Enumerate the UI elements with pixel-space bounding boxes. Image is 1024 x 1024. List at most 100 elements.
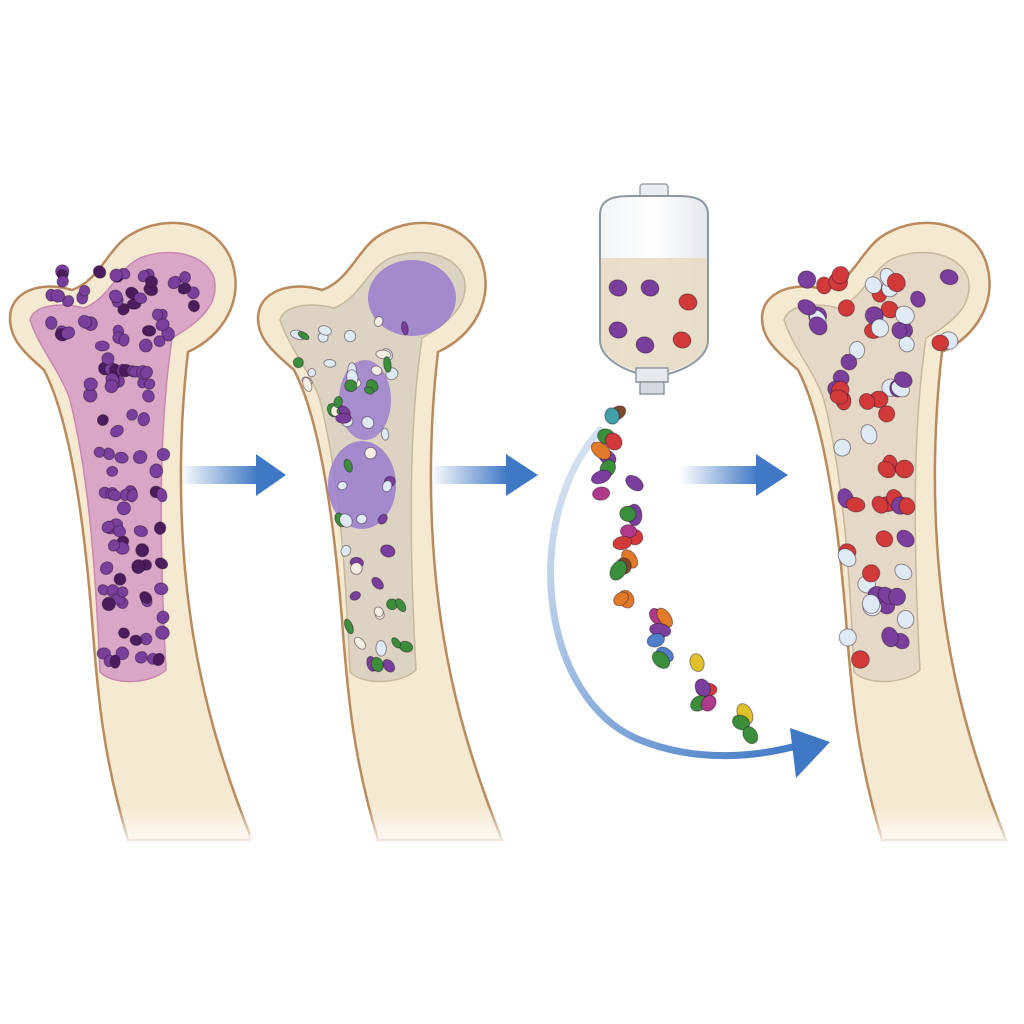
blood-cell (651, 650, 671, 669)
blood-cell (910, 290, 926, 308)
blood-cell (797, 299, 817, 316)
blood-cell (939, 269, 959, 286)
blood-cell (353, 636, 367, 650)
blood-cell (133, 292, 148, 305)
blood-cell (829, 389, 849, 405)
blood-cell (156, 487, 168, 503)
bone-conditioned-marrow-icon (250, 221, 510, 850)
blood-cell (108, 289, 123, 304)
blood-cell (132, 450, 148, 465)
blood-cell (138, 338, 153, 353)
blood-cell (364, 446, 377, 460)
iv-bag-icon (599, 183, 709, 395)
blood-cell (302, 376, 313, 393)
blood-cell (92, 265, 107, 279)
blood-cell (93, 446, 106, 458)
blood-cell (635, 336, 655, 354)
blood-cell (116, 501, 131, 516)
blood-cell (177, 282, 192, 295)
blood-cell (371, 576, 384, 590)
blood-cell (604, 407, 620, 425)
blood-cell (625, 474, 644, 492)
blood-cell (113, 572, 127, 586)
blood-cell (619, 524, 638, 539)
blood-cell (323, 359, 337, 368)
blood-cell (153, 521, 167, 535)
blood-cell (155, 625, 170, 640)
blood-cell (142, 389, 155, 403)
blood-cell (672, 331, 692, 349)
blood-cell (604, 432, 623, 451)
arrow-right-icon (680, 454, 788, 496)
blood-cell (179, 271, 191, 284)
blood-cell (333, 396, 343, 409)
blood-cell (896, 610, 915, 629)
blood-cell (875, 530, 894, 548)
blood-cell (861, 593, 881, 614)
blood-cell (370, 365, 383, 376)
blood-cell (731, 714, 751, 731)
blood-cell (860, 424, 878, 445)
blood-cell (375, 349, 392, 360)
blood-cell (845, 496, 866, 513)
blood-cell (383, 356, 392, 373)
blood-cell (363, 386, 375, 395)
restored-marrow-cavity (783, 251, 970, 683)
blood-cell (50, 288, 66, 303)
blood-cell (613, 591, 629, 607)
blood-cell (343, 329, 357, 343)
blood-cell (107, 539, 121, 552)
blood-cell (110, 424, 124, 438)
blood-cell (149, 463, 164, 479)
blood-cell (144, 275, 159, 288)
blood-cell (94, 340, 110, 352)
blood-cell (373, 316, 384, 327)
blood-cell (380, 427, 390, 441)
blood-cell (689, 653, 705, 672)
blood-cell (877, 460, 896, 479)
blood-cell (339, 513, 353, 528)
blood-cell (156, 610, 170, 625)
blood-cell (129, 634, 143, 646)
blood-cell (133, 525, 149, 538)
blood-cell (894, 305, 915, 325)
blood-cell (831, 265, 850, 285)
blood-cell (45, 315, 58, 330)
blood-cell (114, 451, 129, 464)
iv-bag-cells (608, 279, 698, 354)
blood-cell (608, 279, 628, 297)
blood-cell (335, 412, 352, 424)
blood-cell (131, 559, 146, 575)
blood-cell (931, 334, 950, 352)
blood-cell (297, 330, 310, 341)
blood-cell (861, 564, 881, 583)
blood-cell (833, 438, 851, 457)
blood-cell (135, 543, 150, 558)
blood-cell (118, 627, 130, 639)
blood-cell (870, 318, 890, 338)
blood-cell (590, 441, 612, 460)
blood-cell (694, 678, 711, 697)
blood-cell (307, 368, 317, 378)
blood-cell (60, 326, 76, 340)
blood-cell (646, 632, 665, 648)
blood-cell (153, 335, 166, 348)
blood-cell (356, 513, 368, 525)
blood-cell (881, 626, 899, 648)
blood-cell (187, 299, 200, 313)
blood-cell (619, 505, 637, 522)
blood-cell (154, 557, 169, 570)
blood-cell (78, 284, 91, 297)
blood-cell (373, 606, 384, 618)
iv-fluid (601, 258, 707, 372)
blood-cell (361, 416, 375, 429)
blood-cell (137, 412, 151, 427)
blood-cell (126, 408, 138, 421)
blood-cell (139, 591, 153, 604)
arrow-right-icon (430, 454, 538, 496)
blood-cell (871, 495, 889, 514)
blood-cell (896, 529, 915, 548)
blood-cell (808, 316, 828, 336)
blood-cell (380, 544, 396, 558)
blood-cell (118, 333, 130, 347)
